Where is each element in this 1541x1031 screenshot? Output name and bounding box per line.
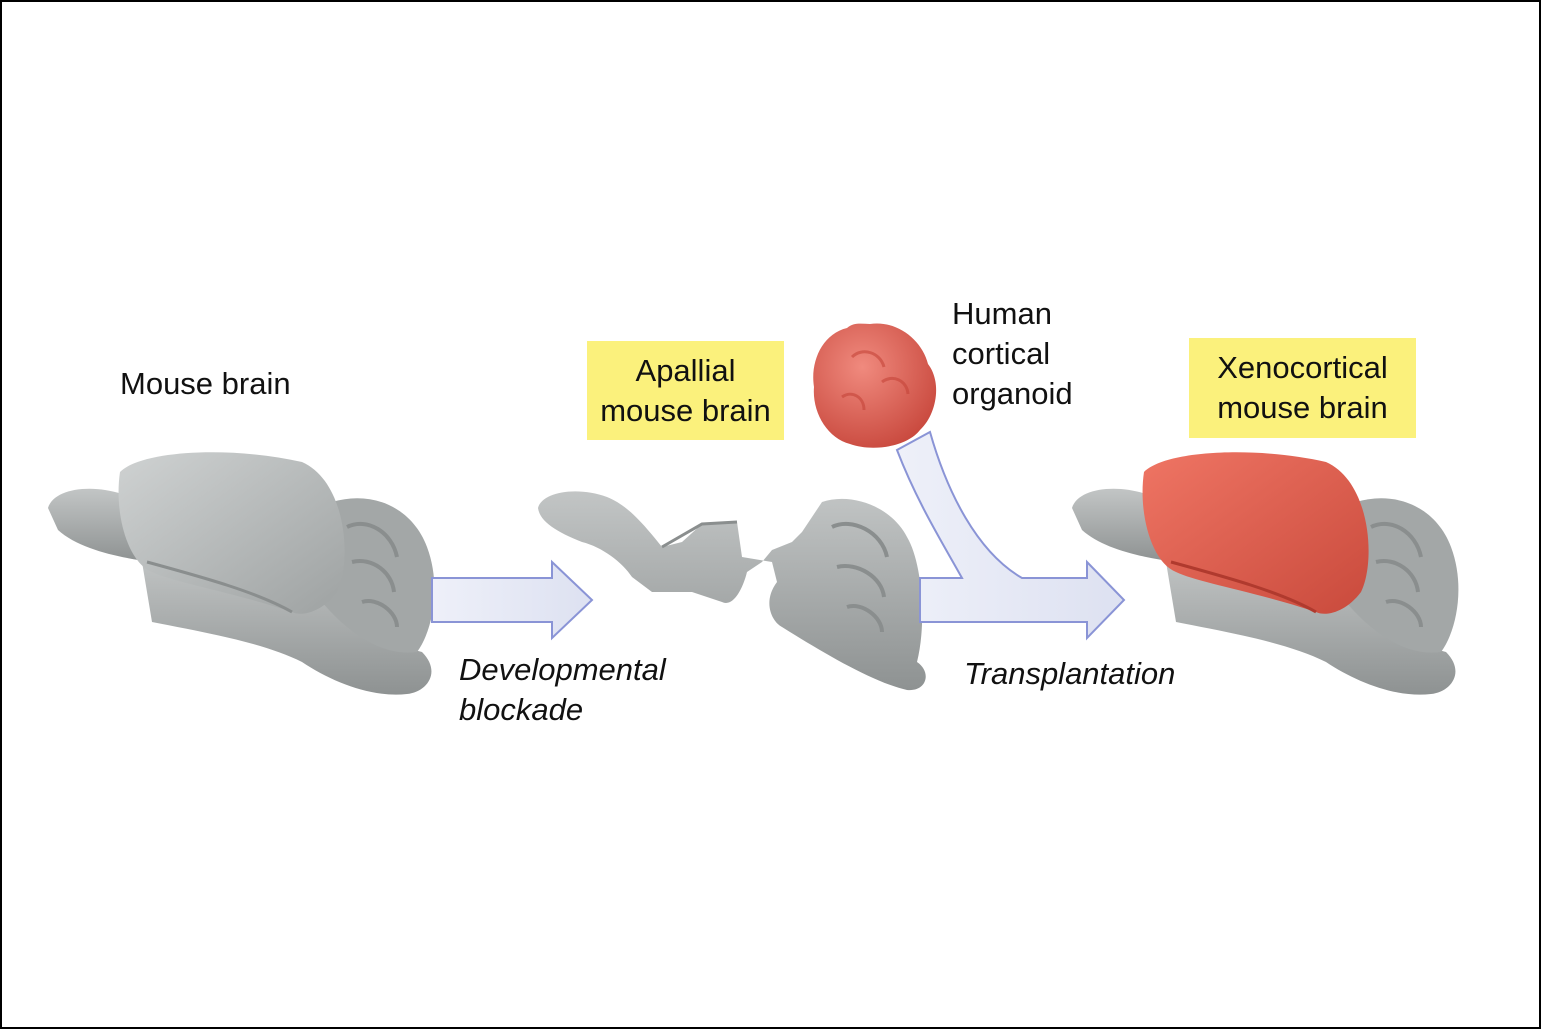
dev-label-line1: Developmental [459,652,666,687]
apallial-brain-illustration [538,491,926,691]
human-label-line2: cortical [952,336,1051,371]
transplantation-arrow [895,430,1126,641]
human-label-line1: Human [952,296,1052,331]
dev-label-line2: blockade [459,692,584,727]
mouse-brain-illustration [48,452,435,695]
developmental-blockade-label: Developmental blockade [459,650,666,730]
xeno-label-line2: mouse brain [1217,390,1388,425]
transplantation-label: Transplantation [964,656,1176,691]
human-organoid-label: Human cortical organoid [952,294,1073,414]
xeno-label-line1: Xenocortical [1217,350,1388,385]
apallial-label-line1: Apallial [635,352,736,388]
mouse-brain-label: Mouse brain [120,366,291,401]
apallial-label-line2: mouse brain [600,392,771,428]
apallial-brain-label: Apallial mouse brain [587,341,784,440]
xenocortical-brain-label: Xenocortical mouse brain [1189,338,1416,438]
developmental-blockade-arrow [431,559,594,641]
human-label-line3: organoid [952,376,1073,411]
xenocortical-brain-illustration [1072,452,1459,695]
human-organoid-illustration [813,323,937,448]
